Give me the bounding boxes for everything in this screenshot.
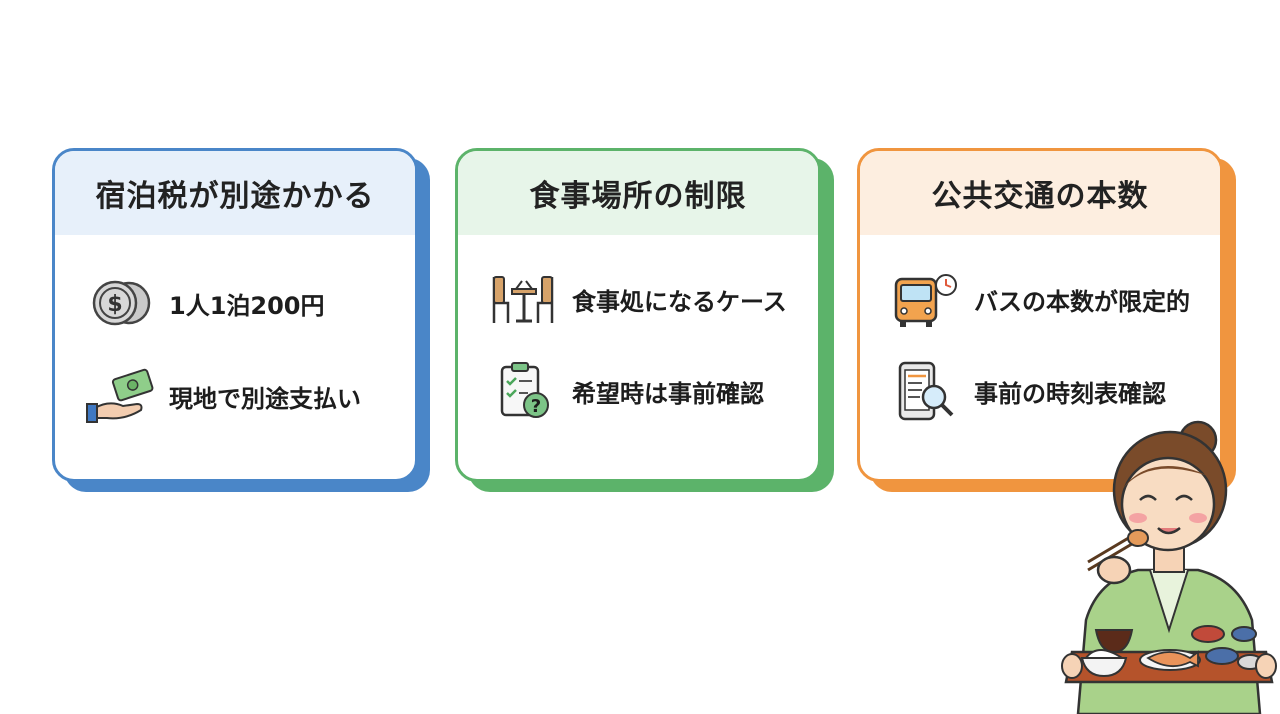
card-title-tax: 宿泊税が別途かかる bbox=[55, 151, 415, 235]
card-public-transport: 公共交通の本数 バスの本数が限定的 bbox=[857, 148, 1223, 482]
item-text: 1人1泊200円 bbox=[169, 291, 325, 320]
checklist-question-icon: ? bbox=[488, 361, 558, 421]
phone-timetable-search-icon bbox=[890, 361, 960, 421]
card-accommodation-tax: 宿泊税が別途かかる $ 1人1泊200円 現地で別途支払い bbox=[52, 148, 418, 482]
coins-icon: $ bbox=[85, 273, 155, 333]
svg-text:$: $ bbox=[107, 292, 122, 317]
item-text: 現地で別途支払い bbox=[169, 384, 361, 413]
cash-hand-icon bbox=[85, 366, 155, 426]
card-title-transport: 公共交通の本数 bbox=[860, 151, 1220, 235]
list-item-limited-buses: バスの本数が限定的 bbox=[890, 269, 1190, 329]
svg-text:?: ? bbox=[531, 396, 541, 417]
item-text: 事前の時刻表確認 bbox=[974, 379, 1166, 408]
item-text: 食事処になるケース bbox=[572, 287, 787, 316]
item-text: 希望時は事前確認 bbox=[572, 379, 764, 408]
card-meal-location: 食事場所の制限 食事処になるケース bbox=[455, 148, 821, 482]
list-item-tax-amount: $ 1人1泊200円 bbox=[85, 273, 325, 333]
woman-eating-meal-tray-icon bbox=[1061, 420, 1277, 714]
list-item-confirm-in-advance: ? 希望時は事前確認 bbox=[488, 361, 764, 421]
card-title-meal: 食事場所の制限 bbox=[458, 151, 818, 235]
list-item-pay-onsite: 現地で別途支払い bbox=[85, 366, 361, 426]
list-item-dining-room: 食事処になるケース bbox=[488, 269, 787, 329]
item-text: バスの本数が限定的 bbox=[974, 287, 1190, 316]
list-item-check-timetable: 事前の時刻表確認 bbox=[890, 361, 1166, 421]
dining-table-icon bbox=[488, 269, 558, 329]
bus-clock-icon bbox=[890, 269, 960, 329]
